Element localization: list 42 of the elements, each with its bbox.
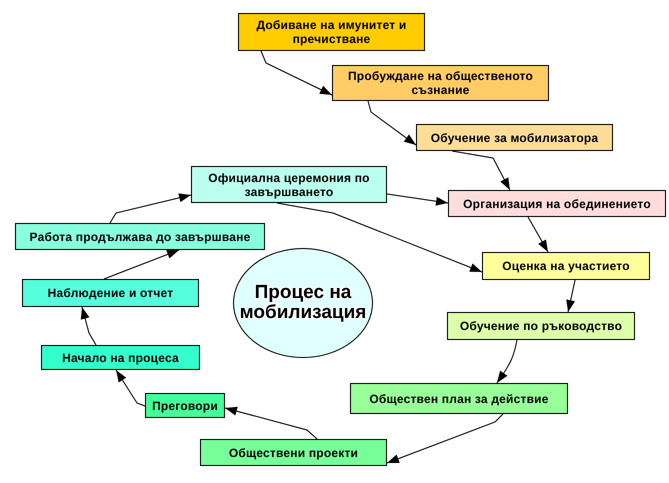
process-box (332, 65, 549, 101)
process-box (200, 439, 387, 466)
step-label: Преговори (152, 398, 218, 412)
process-box (350, 383, 568, 414)
step-label: Пробуждане на общественото съзнание (346, 69, 534, 97)
ellipse-label: Процес на мобилизация (238, 283, 368, 323)
arrow (80, 306, 97, 346)
process-box (41, 345, 200, 370)
process-box (482, 252, 650, 280)
arrow (368, 100, 416, 146)
step-label: Обучение за мобилизатора (430, 130, 598, 144)
process-box (191, 166, 387, 203)
step-label: Работа продължава до завършване (30, 230, 250, 244)
step-label: Обучение по ръководство (460, 319, 622, 333)
step-label: Оценка на участието (502, 259, 630, 273)
process-box (145, 393, 225, 418)
process-box (238, 13, 425, 51)
step-label: Официална церемония по завършването (207, 170, 371, 198)
arrow (103, 250, 180, 280)
process-box (416, 124, 613, 151)
arrow (116, 370, 146, 406)
arrow (566, 280, 576, 312)
process-box (448, 190, 666, 217)
arrow (496, 340, 518, 384)
step-label: Начало на процеса (62, 350, 179, 364)
arrow (528, 216, 549, 252)
step-label: Обществени проекти (228, 446, 358, 460)
arrow (386, 414, 504, 464)
step-label: Организация на обединението (463, 196, 651, 210)
process-box (22, 279, 199, 307)
arrow (276, 202, 482, 272)
arrow (386, 194, 448, 206)
step-label: Добиване на имунитет и пречистване (256, 18, 408, 46)
step-label: Наблюдение и отчет (48, 286, 174, 300)
step-label: Обществен план за действие (369, 392, 549, 406)
process-ellipse (233, 248, 373, 358)
arrow (110, 193, 192, 224)
process-box (447, 312, 635, 340)
process-box (15, 223, 265, 250)
arrow (224, 406, 318, 440)
arrow (452, 150, 510, 190)
arrow (260, 50, 332, 96)
